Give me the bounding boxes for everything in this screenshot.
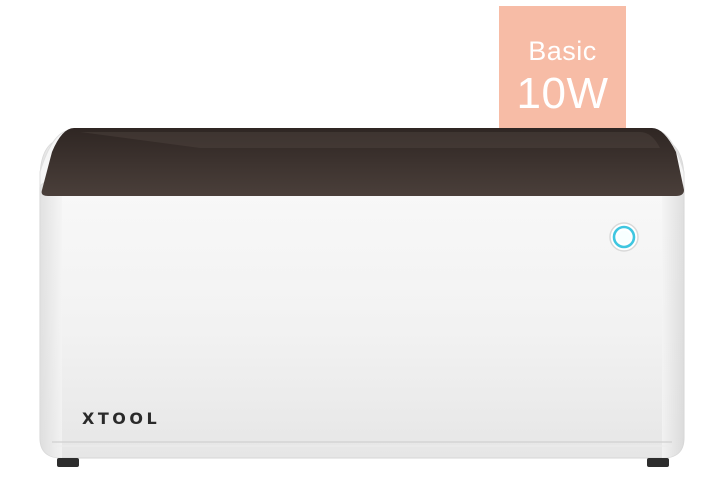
badge-power-label: 10W <box>516 69 609 118</box>
power-indicator-icon <box>609 222 639 252</box>
right-foot <box>647 458 669 467</box>
power-badge: Basic 10W <box>499 6 626 134</box>
left-foot <box>57 458 79 467</box>
brand-logo: XTOOL <box>82 409 161 428</box>
badge-tier-label: Basic <box>528 36 597 66</box>
